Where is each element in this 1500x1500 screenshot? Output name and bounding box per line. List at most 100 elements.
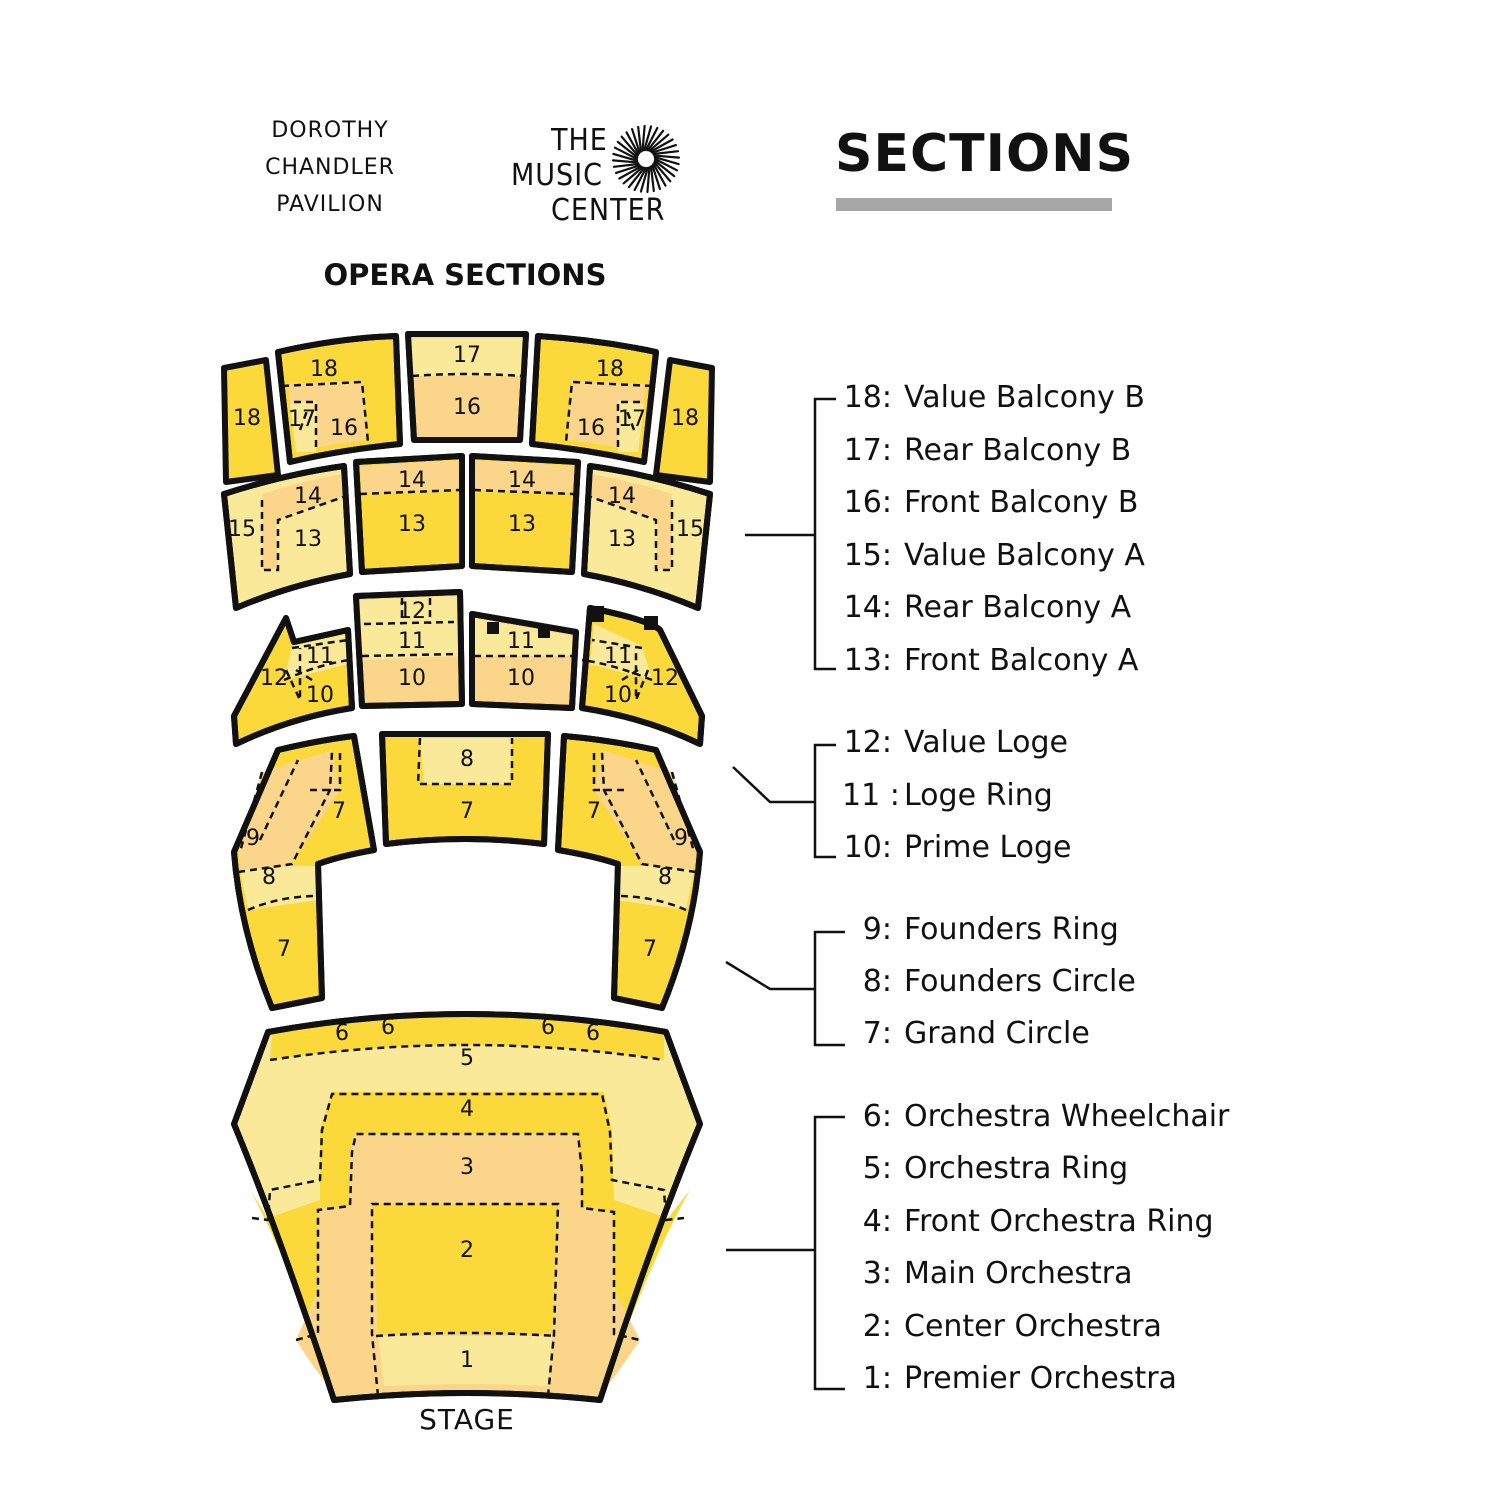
legend-name: Value Balcony A [904, 538, 1145, 573]
label-13: 13 [398, 512, 426, 537]
label-6: 6 [335, 1021, 349, 1046]
legend-num: 14: [843, 590, 892, 625]
legend-name: Founders Circle [904, 964, 1136, 999]
label-18: 18 [233, 406, 261, 431]
label-10: 10 [604, 683, 632, 708]
label-2: 2 [460, 1238, 474, 1263]
label-15: 15 [676, 517, 704, 542]
legend-name: Front Balcony B [904, 485, 1139, 520]
label-13: 13 [608, 527, 636, 552]
label-8: 8 [262, 865, 276, 890]
legend-item-14: 14: Rear Balcony A [842, 590, 1131, 626]
legend-num: 4: [862, 1204, 892, 1239]
label-10: 10 [306, 683, 334, 708]
bracket-grand [725, 930, 845, 1047]
label-11: 11 [604, 644, 632, 669]
legend-name: Prime Loge [904, 830, 1072, 865]
label-5: 5 [460, 1046, 474, 1071]
legend-name: Orchestra Ring [904, 1151, 1129, 1186]
legend-name: Orchestra Wheelchair [904, 1099, 1230, 1134]
label-14: 14 [508, 468, 536, 493]
label-16: 16 [453, 395, 481, 420]
legend-item-2: 2: Center Orchestra [842, 1309, 1162, 1345]
label-13: 13 [294, 527, 322, 552]
legend-num: 15: [843, 538, 892, 573]
venue-line-1: DOROTHY [271, 118, 389, 143]
label-18: 18 [671, 406, 699, 431]
label-6: 6 [541, 1015, 555, 1040]
legend-item-13: 13: Front Balcony A [842, 643, 1139, 679]
legend-item-12: 12: Value Loge [842, 725, 1068, 761]
label-7: 7 [332, 799, 346, 824]
label-14: 14 [294, 484, 322, 509]
bracket-loge [732, 743, 836, 859]
venue-name: DOROTHY CHANDLER PAVILION [230, 112, 430, 223]
label-14: 14 [398, 468, 426, 493]
legend-num: 5: [862, 1151, 892, 1186]
label-3: 3 [460, 1155, 474, 1180]
logo-line-3: CENTER [551, 193, 666, 228]
label-8: 8 [658, 865, 672, 890]
logo-line-2: MUSIC [511, 158, 603, 193]
label-9: 9 [246, 826, 260, 851]
legend-name: Rear Balcony A [904, 590, 1132, 625]
label-18: 18 [596, 357, 624, 382]
legend-name: Front Orchestra Ring [904, 1204, 1214, 1239]
section-block-18-right-edge[interactable] [653, 357, 715, 485]
label-11: 11 [306, 644, 334, 669]
label-17: 17 [288, 407, 316, 432]
logo-line-1: THE [551, 123, 608, 158]
legend-num: 7: [862, 1016, 892, 1051]
label-12: 12 [260, 666, 288, 691]
legend-num: 3: [862, 1256, 892, 1291]
label-15: 15 [228, 517, 256, 542]
label-9: 9 [674, 826, 688, 851]
legend-num: 17: [843, 433, 892, 468]
label-17: 17 [453, 343, 481, 368]
legend-item-11: 11 :Loge Ring [842, 778, 1053, 814]
legend-item-1: 1: Premier Orchestra [842, 1361, 1177, 1397]
legend-name: Value Loge [904, 725, 1068, 760]
legend-name: Premier Orchestra [904, 1361, 1177, 1396]
stage-label: STAGE [419, 1403, 515, 1436]
legend-name: Rear Balcony B [904, 433, 1132, 468]
legend-item-4: 4: Front Orchestra Ring [842, 1204, 1214, 1240]
legend-name: Center Orchestra [904, 1309, 1162, 1344]
label-7: 7 [643, 937, 657, 962]
legend-item-3: 3: Main Orchestra [842, 1256, 1133, 1292]
legend-item-7: 7: Grand Circle [842, 1016, 1090, 1052]
legend-name: Founders Ring [904, 912, 1119, 947]
label-6: 6 [381, 1015, 395, 1040]
legend-num: 8: [862, 964, 892, 999]
legend-num: 9: [862, 912, 892, 947]
label-4: 4 [460, 1097, 474, 1122]
label-10: 10 [398, 666, 426, 691]
legend-name: Front Balcony A [904, 643, 1139, 678]
bracket-balcony [745, 397, 836, 671]
label-14: 14 [608, 484, 636, 509]
label-7: 7 [587, 799, 601, 824]
legend-item-6: 6:Orchestra Wheelchair [842, 1099, 1230, 1135]
legend-item-10: 10:Prime Loge [842, 830, 1072, 866]
music-center-logo: THE MUSIC CENTER [505, 120, 685, 230]
section-block-18-left-edge[interactable] [221, 357, 281, 485]
label-16: 16 [330, 416, 358, 441]
legend-item-15: 15: Value Balcony A [842, 538, 1145, 574]
label-17: 17 [618, 407, 646, 432]
legend-name: Main Orchestra [904, 1256, 1133, 1291]
label-13: 13 [508, 512, 536, 537]
legend-item-5: 5: Orchestra Ring [842, 1151, 1128, 1187]
label-11: 11 [398, 629, 426, 654]
legend-num: 1: [862, 1361, 892, 1396]
label-16: 16 [577, 416, 605, 441]
legend-item-9: 9: Founders Ring [842, 912, 1119, 948]
legend-name: Loge Ring [904, 778, 1053, 813]
bracket-orchestra [726, 1115, 845, 1391]
legend-item-8: 8: Founders Circle [842, 964, 1136, 1000]
legend-num: 2: [862, 1309, 892, 1344]
label-7: 7 [460, 799, 474, 824]
legend-num: 13: [843, 643, 892, 678]
venue-line-2: CHANDLER [265, 155, 395, 180]
legend-num: 12: [843, 725, 892, 760]
legend-name: Grand Circle [904, 1016, 1090, 1051]
